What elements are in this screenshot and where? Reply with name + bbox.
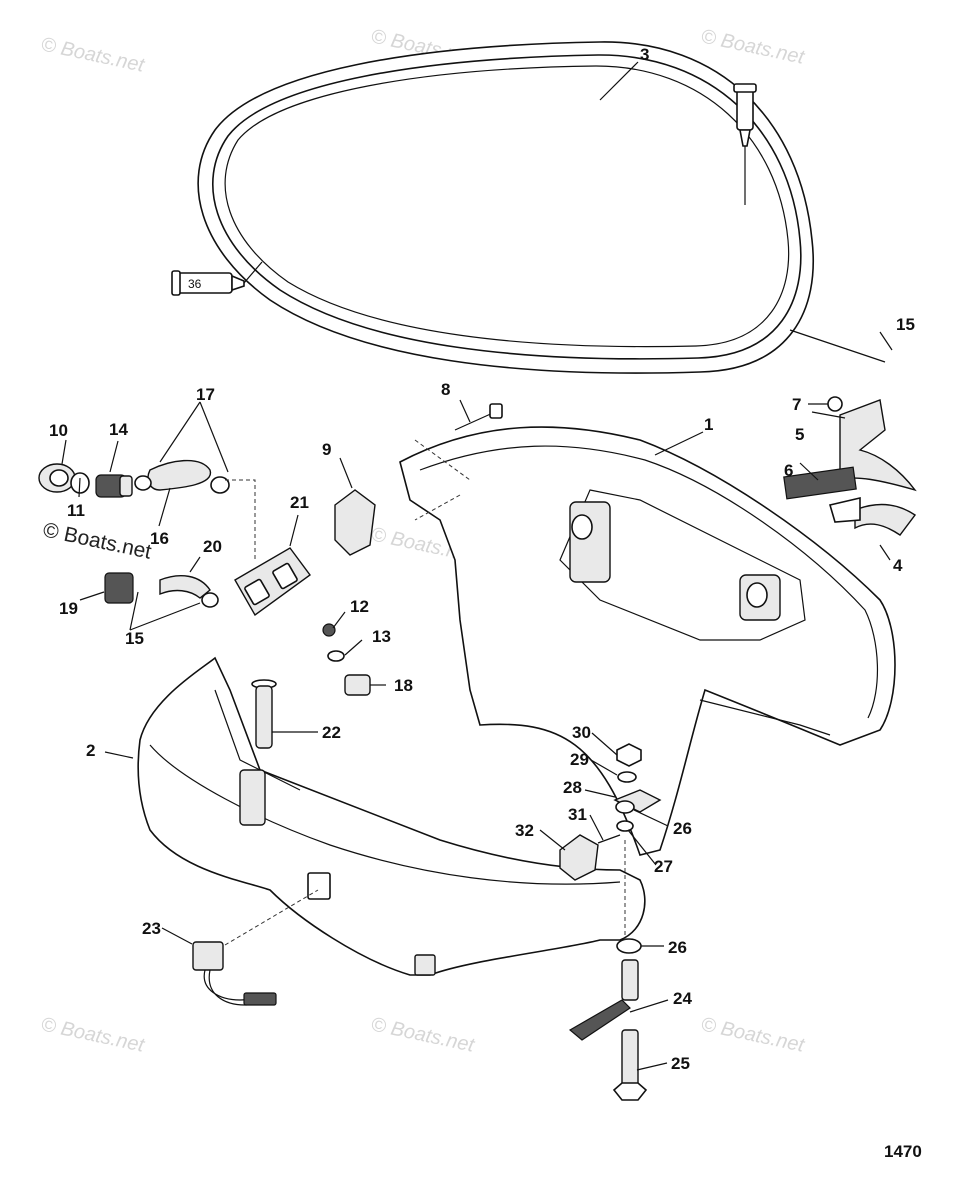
- lower-cowl-front-part-2: [137, 656, 646, 976]
- tube-label: 36: [188, 277, 202, 291]
- callout-15-left: 15: [125, 629, 144, 648]
- seal-ring-part-3: [197, 41, 814, 374]
- callout-24: 24: [673, 989, 692, 1008]
- watermark-7: © Boats.net: [369, 1013, 477, 1057]
- drain-tube-part-22: [251, 679, 277, 749]
- callout-labels: 3 1 15 7 5 6 4 8 9 10 14 17 11 16 20 19 …: [49, 45, 922, 1161]
- callout-18: 18: [394, 676, 413, 695]
- callout-23: 23: [142, 919, 161, 938]
- watermark-6: © Boats.net: [39, 1013, 147, 1057]
- callout-16: 16: [150, 529, 169, 548]
- callout-26-lower: 26: [668, 938, 687, 957]
- callout-30: 30: [572, 723, 591, 742]
- callout-14: 14: [109, 420, 128, 439]
- callout-10: 10: [49, 421, 68, 440]
- watermark-1: © Boats.net: [39, 33, 147, 77]
- callout-7: 7: [792, 395, 801, 414]
- leader-lines: [61, 61, 893, 1071]
- bracket-part-9: [334, 489, 376, 556]
- hardware-stack: [559, 743, 662, 881]
- watermark-strong: © Boats.net: [41, 518, 154, 563]
- callout-13: 13: [372, 627, 391, 646]
- callout-28: 28: [563, 778, 582, 797]
- switch-panel-part-21: [234, 547, 311, 617]
- callout-4: 4: [893, 556, 903, 575]
- sealant-tube-right: [733, 83, 757, 205]
- diagram-number: 1470: [884, 1142, 922, 1161]
- watermark-8: © Boats.net: [699, 1013, 807, 1057]
- callout-17: 17: [196, 385, 215, 404]
- small-parts-center: [322, 623, 371, 696]
- callout-9: 9: [322, 440, 331, 459]
- assembly-guides: [224, 439, 626, 946]
- callout-15-right: 15: [896, 315, 915, 334]
- callout-25: 25: [671, 1054, 690, 1073]
- callout-8: 8: [441, 380, 450, 399]
- callout-26-upper: 26: [673, 819, 692, 838]
- callout-2: 2: [86, 741, 95, 760]
- callout-6: 6: [784, 461, 793, 480]
- callout-29: 29: [570, 750, 589, 769]
- callout-22: 22: [322, 723, 341, 742]
- callout-31: 31: [568, 805, 587, 824]
- sealant-tube-left: 36: [171, 261, 263, 296]
- lower-hardware: [192, 938, 648, 1101]
- callout-11: 11: [67, 501, 85, 520]
- callout-19: 19: [59, 599, 78, 618]
- small-parts-left: [38, 459, 230, 608]
- callout-3: 3: [640, 45, 649, 64]
- callout-12: 12: [350, 597, 369, 616]
- callout-21: 21: [290, 493, 309, 512]
- callout-20: 20: [203, 537, 222, 556]
- callout-5: 5: [795, 425, 804, 444]
- callout-32: 32: [515, 821, 534, 840]
- small-parts-right: [783, 329, 917, 536]
- bolt-part-8: [454, 403, 503, 431]
- callout-1: 1: [704, 415, 713, 434]
- watermark-3: © Boats.net: [699, 25, 807, 69]
- callout-27: 27: [654, 857, 673, 876]
- lower-cowl-rear-part-1: [399, 426, 896, 856]
